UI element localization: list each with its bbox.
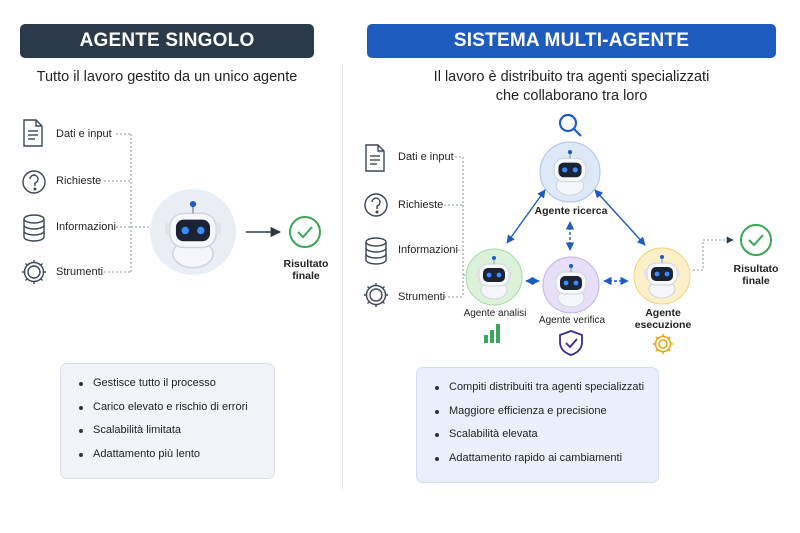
multi-result-connector <box>693 236 734 271</box>
multi-agent-subtitle-line2: che collaborano tra loro <box>495 88 648 104</box>
question-icon <box>22 170 46 194</box>
multi-result-label: Risultato finale <box>733 263 779 287</box>
agent-arrows <box>506 189 646 286</box>
single-feature-item: Adattamento più lento <box>79 448 274 472</box>
multi-input-label-information: Informazioni <box>398 244 458 256</box>
multi-feature-item: Compiti distribuiti tra agenti specializ… <box>435 381 658 405</box>
database-icon <box>23 214 45 242</box>
multi-agent-features-box: Compiti distribuiti tra agenti specializ… <box>416 367 659 483</box>
multi-agent-subtitle-line1: Il lavoro è distribuito tra agenti speci… <box>433 69 710 85</box>
agent-analysis-label: Agente analisi <box>463 308 527 319</box>
single-agent-features-box: Gestisce tutto il processo Carico elevat… <box>60 363 275 479</box>
multi-input-connectors <box>444 156 468 298</box>
agent-research <box>539 141 601 203</box>
input-label-data: Dati e input <box>56 128 112 140</box>
single-feature-item: Carico elevato e rischio di errori <box>79 401 274 425</box>
database-icon <box>365 237 387 265</box>
multi-feature-item: Adattamento rapido ai cambiamenti <box>435 452 658 476</box>
agent-research-label: Agente ricerca <box>534 205 608 217</box>
input-label-tools: Strumenti <box>56 266 104 278</box>
single-feature-item: Scalabilità limitata <box>79 424 274 448</box>
gear-icon <box>22 260 46 284</box>
question-icon <box>364 193 388 217</box>
multi-input-label-data: Dati e input <box>398 151 454 163</box>
check-circle-icon <box>740 224 772 256</box>
input-label-information: Informazioni <box>56 221 116 233</box>
agent-verify-label: Agente verifica <box>538 315 606 326</box>
single-agent-robot-icon <box>150 189 236 275</box>
document-icon <box>365 144 385 172</box>
multi-feature-item: Maggiore efficienza e precisione <box>435 405 658 429</box>
single-result-label: Risultato finale <box>283 258 329 282</box>
gear-icon <box>653 334 673 354</box>
agent-verify <box>542 256 600 314</box>
multi-input-label-tools: Strumenti <box>398 291 446 303</box>
input-label-requests: Richieste <box>56 175 102 187</box>
multi-agent-header: SISTEMA MULTI-AGENTE <box>367 24 776 58</box>
agent-analysis <box>465 248 523 306</box>
input-connectors <box>104 133 150 273</box>
multi-input-label-requests: Richieste <box>398 199 444 211</box>
single-agent-subtitle: Tutto il lavoro gestito da un unico agen… <box>36 69 298 85</box>
bar-chart-icon <box>484 324 500 343</box>
document-icon <box>23 119 43 147</box>
gear-icon <box>364 283 388 307</box>
agent-execution <box>633 247 691 305</box>
agent-execution-label: Agente esecuzione <box>634 307 692 331</box>
multi-feature-item: Scalabilità elevata <box>435 428 658 452</box>
single-agent-header: AGENTE SINGOLO <box>20 24 314 58</box>
shield-check-icon <box>559 330 583 356</box>
section-divider <box>342 64 343 489</box>
check-circle-icon <box>289 216 321 248</box>
single-feature-item: Gestisce tutto il processo <box>79 377 274 401</box>
search-icon <box>558 113 582 137</box>
